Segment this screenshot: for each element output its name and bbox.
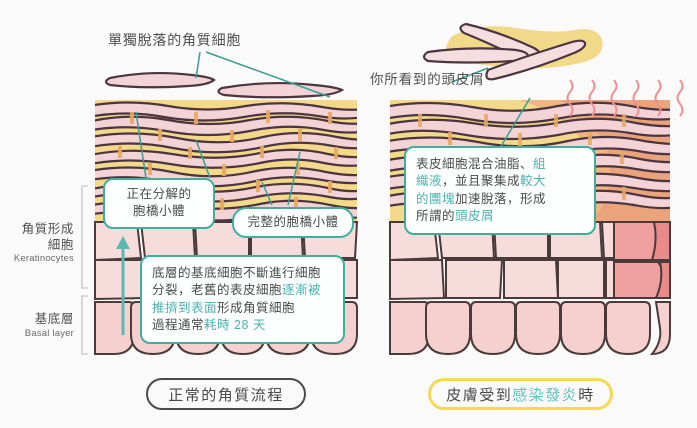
callout-degrading-desmosome-line1: 正在分解的 — [126, 187, 192, 201]
caption-inflamed-prefix: 皮膚受到 — [446, 386, 513, 404]
callout-basal-process: 底層的基底細胞不斷進行細胞 分裂，老舊的表皮細胞逐漸被 推擠到表面形成角質細胞 … — [140, 255, 345, 344]
basal-layer-cells-right — [389, 301, 671, 356]
callout-dandruff-line2: 織液，並且聚集成較大 — [416, 173, 584, 190]
layer-brackets — [81, 185, 88, 355]
callout-dandruff-line2c: 較大 — [520, 174, 547, 189]
callout-dandruff-line4a: 所謂的 — [416, 208, 456, 223]
callout-basal-line4b: 耗時 28 天 — [204, 317, 266, 332]
caption-normal-keratinization: 正常的角質流程 — [146, 378, 306, 410]
cell-migration-arrow — [116, 236, 130, 335]
callout-basal-line4a: 過程通常 — [152, 317, 205, 332]
bracket-keratinocytes — [81, 185, 88, 289]
callout-basal-line3b: 形成角質細胞 — [217, 300, 296, 315]
axis-label-basal-layer: 基底層 Basal layer — [0, 312, 74, 340]
dandruff-clump — [422, 22, 603, 81]
axis-basal-en: Basal layer — [24, 327, 74, 339]
callout-dandruff-line1: 表皮細胞混合油脂、組 — [416, 156, 584, 173]
callout-dandruff-line3a: 的團塊 — [416, 191, 456, 206]
axis-keratinocytes-en: Keratinocytes — [13, 253, 74, 265]
caption-inflamed-accent: 感染發炎 — [512, 386, 579, 404]
leader-lines-right — [451, 67, 531, 149]
callout-dandruff-line3b: 加速脫落，形成 — [455, 191, 547, 206]
callout-dandruff-process: 表皮細胞混合油脂、組 織液，並且聚集成較大 的團塊加速脫落，形成 所謂的頭皮屑 — [404, 146, 596, 235]
callout-intact-desmosome-line1: 完整的胞橋小體 — [247, 215, 339, 229]
axis-keratinocytes-cn2: 細胞 — [47, 237, 74, 252]
dandruff-flakes — [422, 22, 587, 81]
callout-dandruff-line4: 所謂的頭皮屑 — [416, 208, 584, 225]
callout-degrading-desmosome: 正在分解的 胞橋小體 — [103, 178, 215, 229]
callout-basal-line2: 分裂，老舊的表皮細胞逐漸被 — [152, 282, 333, 299]
callout-dandruff-line4b: 頭皮屑 — [455, 208, 495, 223]
inflammation-heat-lines — [566, 79, 684, 117]
callout-degrading-desmosome-line2: 胞橋小體 — [132, 204, 185, 219]
inflamed-red-cells — [613, 221, 670, 299]
caption-normal-text: 正常的角質流程 — [168, 386, 284, 404]
axis-label-keratinocytes: 角質形成 細胞 Keratinocytes — [0, 222, 74, 265]
callout-dandruff-line2b: ，並且聚集成 — [442, 174, 521, 189]
callout-dandruff-line1a: 表皮細胞混合油脂、 — [416, 157, 534, 171]
caption-inflamed-skin: 皮膚受到感染發炎時 — [428, 378, 613, 410]
callout-dandruff-line2a: 織液 — [416, 174, 443, 189]
bracket-basal-layer — [81, 295, 88, 355]
callout-basal-line2b: 逐漸被 — [282, 283, 322, 298]
callout-basal-line3a: 推擠到表面 — [152, 300, 218, 315]
callout-dandruff-line3: 的團塊加速脫落，形成 — [416, 191, 584, 208]
leader-lines-left — [135, 51, 331, 206]
callout-dandruff-line1b: 組 — [533, 157, 547, 171]
label-detached-corneocyte: 單獨脫落的角質細胞 — [108, 32, 242, 48]
axis-keratinocytes-cn1: 角質形成 — [21, 222, 74, 236]
caption-inflamed-suffix: 時 — [578, 386, 595, 404]
callout-basal-line3: 推擠到表面形成角質細胞 — [152, 300, 333, 317]
detached-corneocytes-left — [104, 71, 345, 99]
axis-basal-cn: 基底層 — [34, 312, 74, 326]
callout-basal-line2a: 分裂，老舊的表皮細胞 — [152, 283, 283, 298]
label-visible-dandruff: 你所看到的頭皮屑 — [370, 72, 485, 87]
callout-intact-desmosome: 完整的胞橋小體 — [232, 207, 354, 239]
callout-basal-line4: 過程通常耗時 28 天 — [152, 317, 333, 334]
callout-basal-line1: 底層的基底細胞不斷進行細胞 — [152, 266, 322, 280]
